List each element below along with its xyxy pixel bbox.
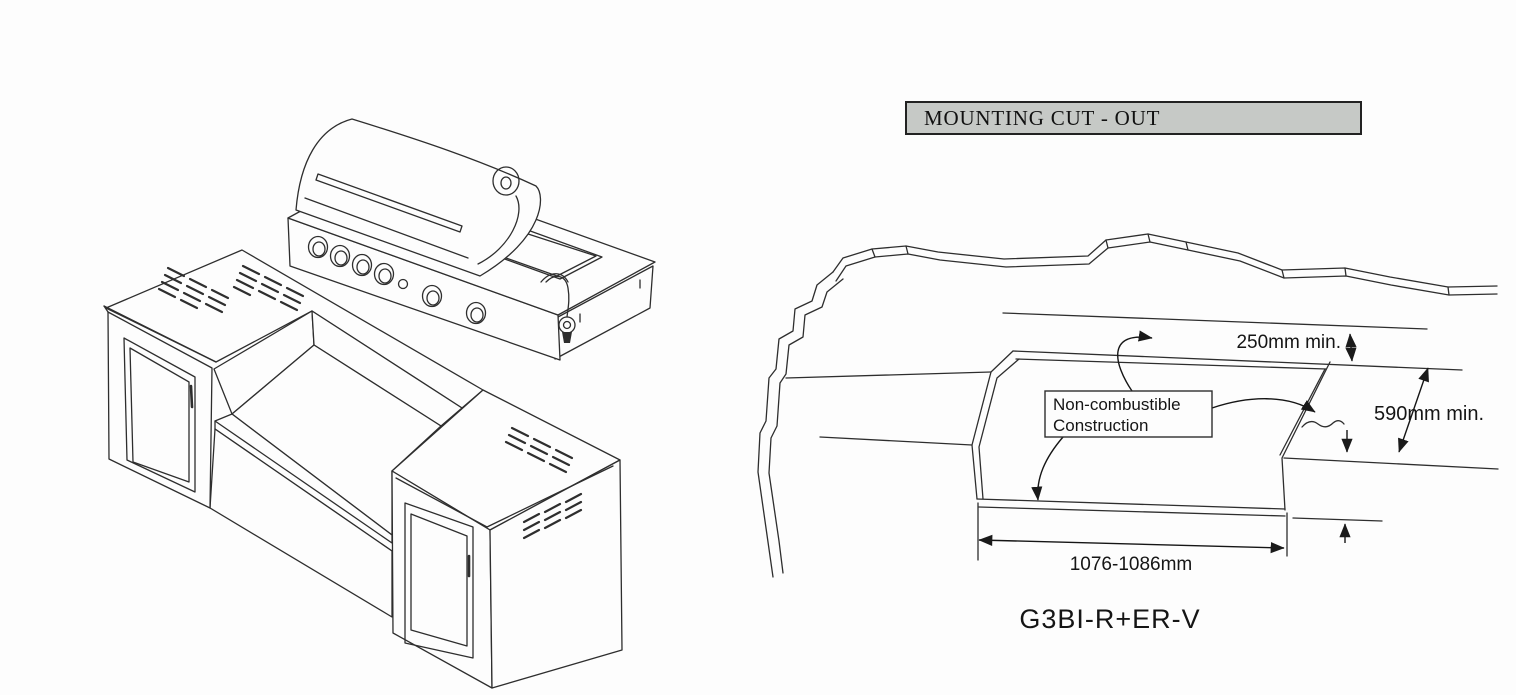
section-title: MOUNTING CUT - OUT [924,105,1161,130]
dim-width-label: 1076-1086mm [1070,554,1193,575]
island-middle-front [209,428,393,618]
model-caption: G3BI-R+ER-V [1019,604,1200,634]
gas-hose-regulator [540,273,576,343]
note-box [1044,390,1213,438]
dim-250-label: 250mm min. [1236,332,1341,353]
dimension-width: 1076-1086mm [977,502,1288,575]
leader-down-arrow [1031,436,1064,501]
grill-island-figure [103,118,656,689]
lid-handle [315,173,463,233]
note-line2: Construction [1053,416,1148,435]
vent-slots-left-top [157,264,305,314]
temperature-gauge [492,166,520,196]
note-line1: Non-combustible [1053,395,1181,414]
leader-up-arrow [1117,330,1153,392]
grill-head-unit [287,118,656,361]
counter-left-edge [757,271,834,578]
mounting-cutout-figure: 250mm min. 590mm min. 1076-1086mm [757,233,1499,634]
break-squiggle [1301,420,1345,428]
cutout-opening [971,350,1463,522]
dim-590-label: 590mm min. [1374,403,1484,425]
burner-knobs [307,235,487,325]
counter-back-edge [832,233,1498,288]
vent-slots-right-top [504,426,574,474]
left-door-handle [189,384,194,409]
left-cabinet-front [107,311,213,509]
dimension-590: 590mm min. [1374,367,1484,453]
left-cabinet-door [123,337,196,493]
section-title-box: MOUNTING CUT - OUT [905,101,1362,135]
dimension-250: 250mm min. [1236,332,1357,362]
construction-note: Non-combustible Construction [1031,330,1316,501]
grill-lid [295,118,542,277]
right-cabinet-door [404,502,474,659]
ignitor-button [397,278,409,290]
vent-slots-right-side [522,492,583,540]
leader-right-arrow [1211,398,1316,413]
